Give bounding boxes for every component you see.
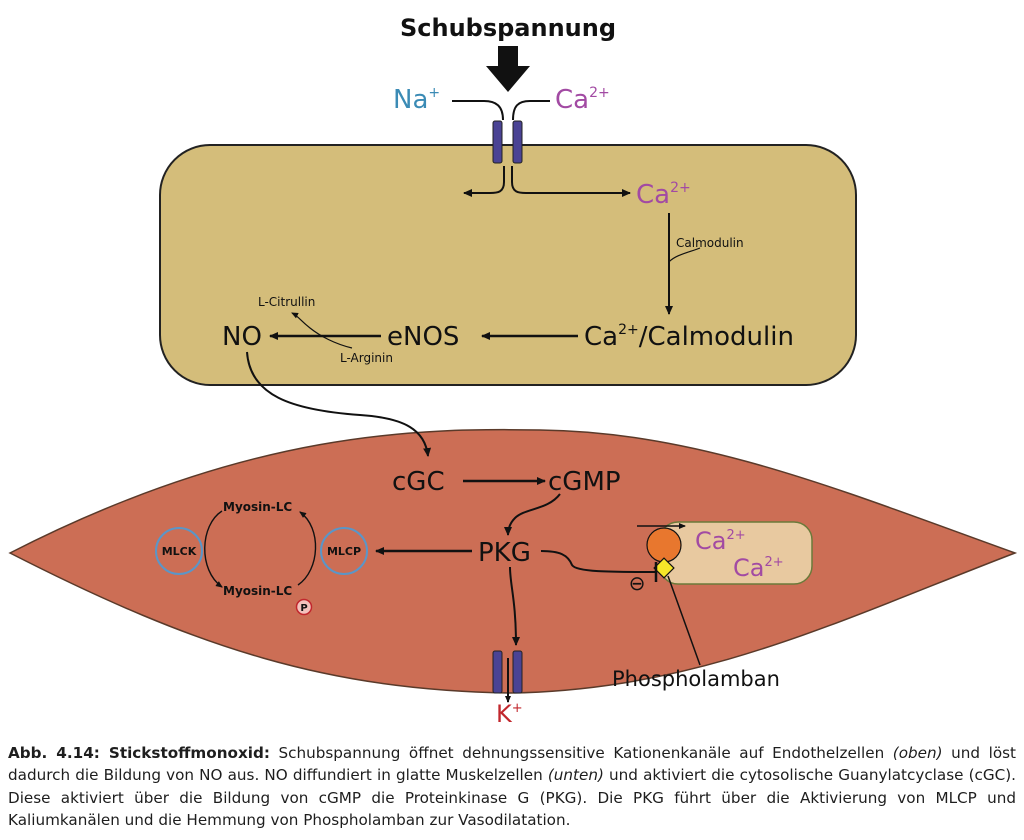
na-intracellular-arrow [463, 166, 505, 197]
ca-text: Ca [555, 85, 589, 115]
caption-text-1: Schubspannung öffnet dehnungssensitive K… [269, 744, 893, 762]
endothelial-channel-left [492, 120, 503, 164]
endothelial-cell [159, 144, 857, 386]
mlcp-enzyme [320, 527, 368, 575]
mlcp-label: MLCP [327, 545, 361, 558]
calmodulin-label: Calmodulin [676, 236, 744, 250]
l-citrullin-label: L-Citrullin [258, 295, 315, 309]
ca-calmodulin-complex: Ca2+/Calmodulin [584, 322, 794, 352]
mlck-enzyme [155, 527, 203, 575]
pkg-to-k-channel-arrow [509, 566, 520, 646]
ca-intracellular-sup: 2+ [670, 180, 691, 196]
serca-pump [646, 527, 682, 563]
ca-influx-line [512, 100, 550, 121]
k-channel-right [512, 650, 523, 694]
na-influx-line [452, 100, 504, 121]
cgmp-label: cGMP [548, 467, 621, 497]
store-ca-1-sup: 2+ [726, 528, 745, 543]
myosin-lc-bottom-label: Myosin-LC [223, 584, 292, 598]
caption-label: Abb. 4.14: Stickstoffmonoxid: [8, 744, 270, 762]
k-ion-label: K+ [496, 700, 523, 728]
phospholamban-marker [653, 557, 675, 579]
complex-prefix: Ca [584, 322, 618, 352]
na-sup: + [428, 85, 440, 101]
phosphorylation-arrow [204, 510, 223, 588]
complex-sup: 2+ [618, 322, 639, 338]
store-ca-1-text: Ca [695, 527, 726, 555]
enos-label: eNOS [387, 322, 459, 352]
phospholamban-pointer [667, 575, 701, 666]
complex-suffix: /Calmodulin [639, 322, 794, 352]
ca-intracellular-arrow [511, 166, 631, 197]
shear-stress-title: Schubspannung [400, 14, 616, 42]
ca-ion-label: Ca2+ [555, 85, 610, 115]
store-ca-2-sup: 2+ [764, 555, 783, 570]
store-ca-2-text: Ca [733, 554, 764, 582]
pkg-label: PKG [478, 538, 531, 568]
arginin-citrullin-curve [291, 312, 353, 349]
caption-text-2: und löst dadurch die Bildung von NO aus.… [8, 744, 1016, 785]
phosphate-label: P [300, 603, 307, 614]
phospholamban-label: Phospholamban [612, 667, 780, 691]
inhibition-symbol: ⊖ [629, 571, 646, 595]
ca-intracellular-text: Ca [636, 180, 670, 210]
na-ion-label: Na+ [393, 85, 440, 115]
endothelial-channel-right [512, 120, 523, 164]
no-diffusion-arrow [246, 351, 432, 457]
ca-sup: 2+ [589, 85, 610, 101]
na-text: Na [393, 85, 428, 115]
store-ca-2: Ca2+ [733, 554, 784, 582]
phosphate-badge [295, 598, 313, 616]
cgc-label: cGC [392, 467, 445, 497]
no-label: NO [222, 322, 262, 352]
k-channel-left [492, 650, 503, 694]
mlck-label: MLCK [162, 545, 197, 558]
k-sup: + [512, 701, 523, 716]
caption-text-3: und aktiviert die cytosolische Guanylatc… [8, 766, 1016, 830]
caption-italic-2: (unten) [547, 766, 604, 785]
dephosphorylation-arrow [297, 511, 317, 586]
pkg-inhibition-line [540, 550, 656, 573]
smooth-muscle-cell [8, 428, 1018, 694]
l-arginin-label: L-Arginin [340, 351, 393, 365]
cgmp-to-pkg-arrow [504, 493, 561, 536]
ca-intracellular-label: Ca2+ [636, 180, 691, 210]
calmodulin-branch [668, 247, 701, 263]
diagram: Schubspannung Na+ Ca2+ Ca2+ Calmodulin C… [8, 14, 1018, 728]
figure-caption: Abb. 4.14: Stickstoffmonoxid: Schubspann… [8, 742, 1016, 832]
myosin-lc-top-label: Myosin-LC [223, 500, 292, 514]
store-ca-1: Ca2+ [695, 527, 746, 555]
shear-stress-arrow [486, 46, 530, 92]
k-text: K [496, 700, 513, 728]
caption-italic-1: (oben) [892, 744, 943, 762]
